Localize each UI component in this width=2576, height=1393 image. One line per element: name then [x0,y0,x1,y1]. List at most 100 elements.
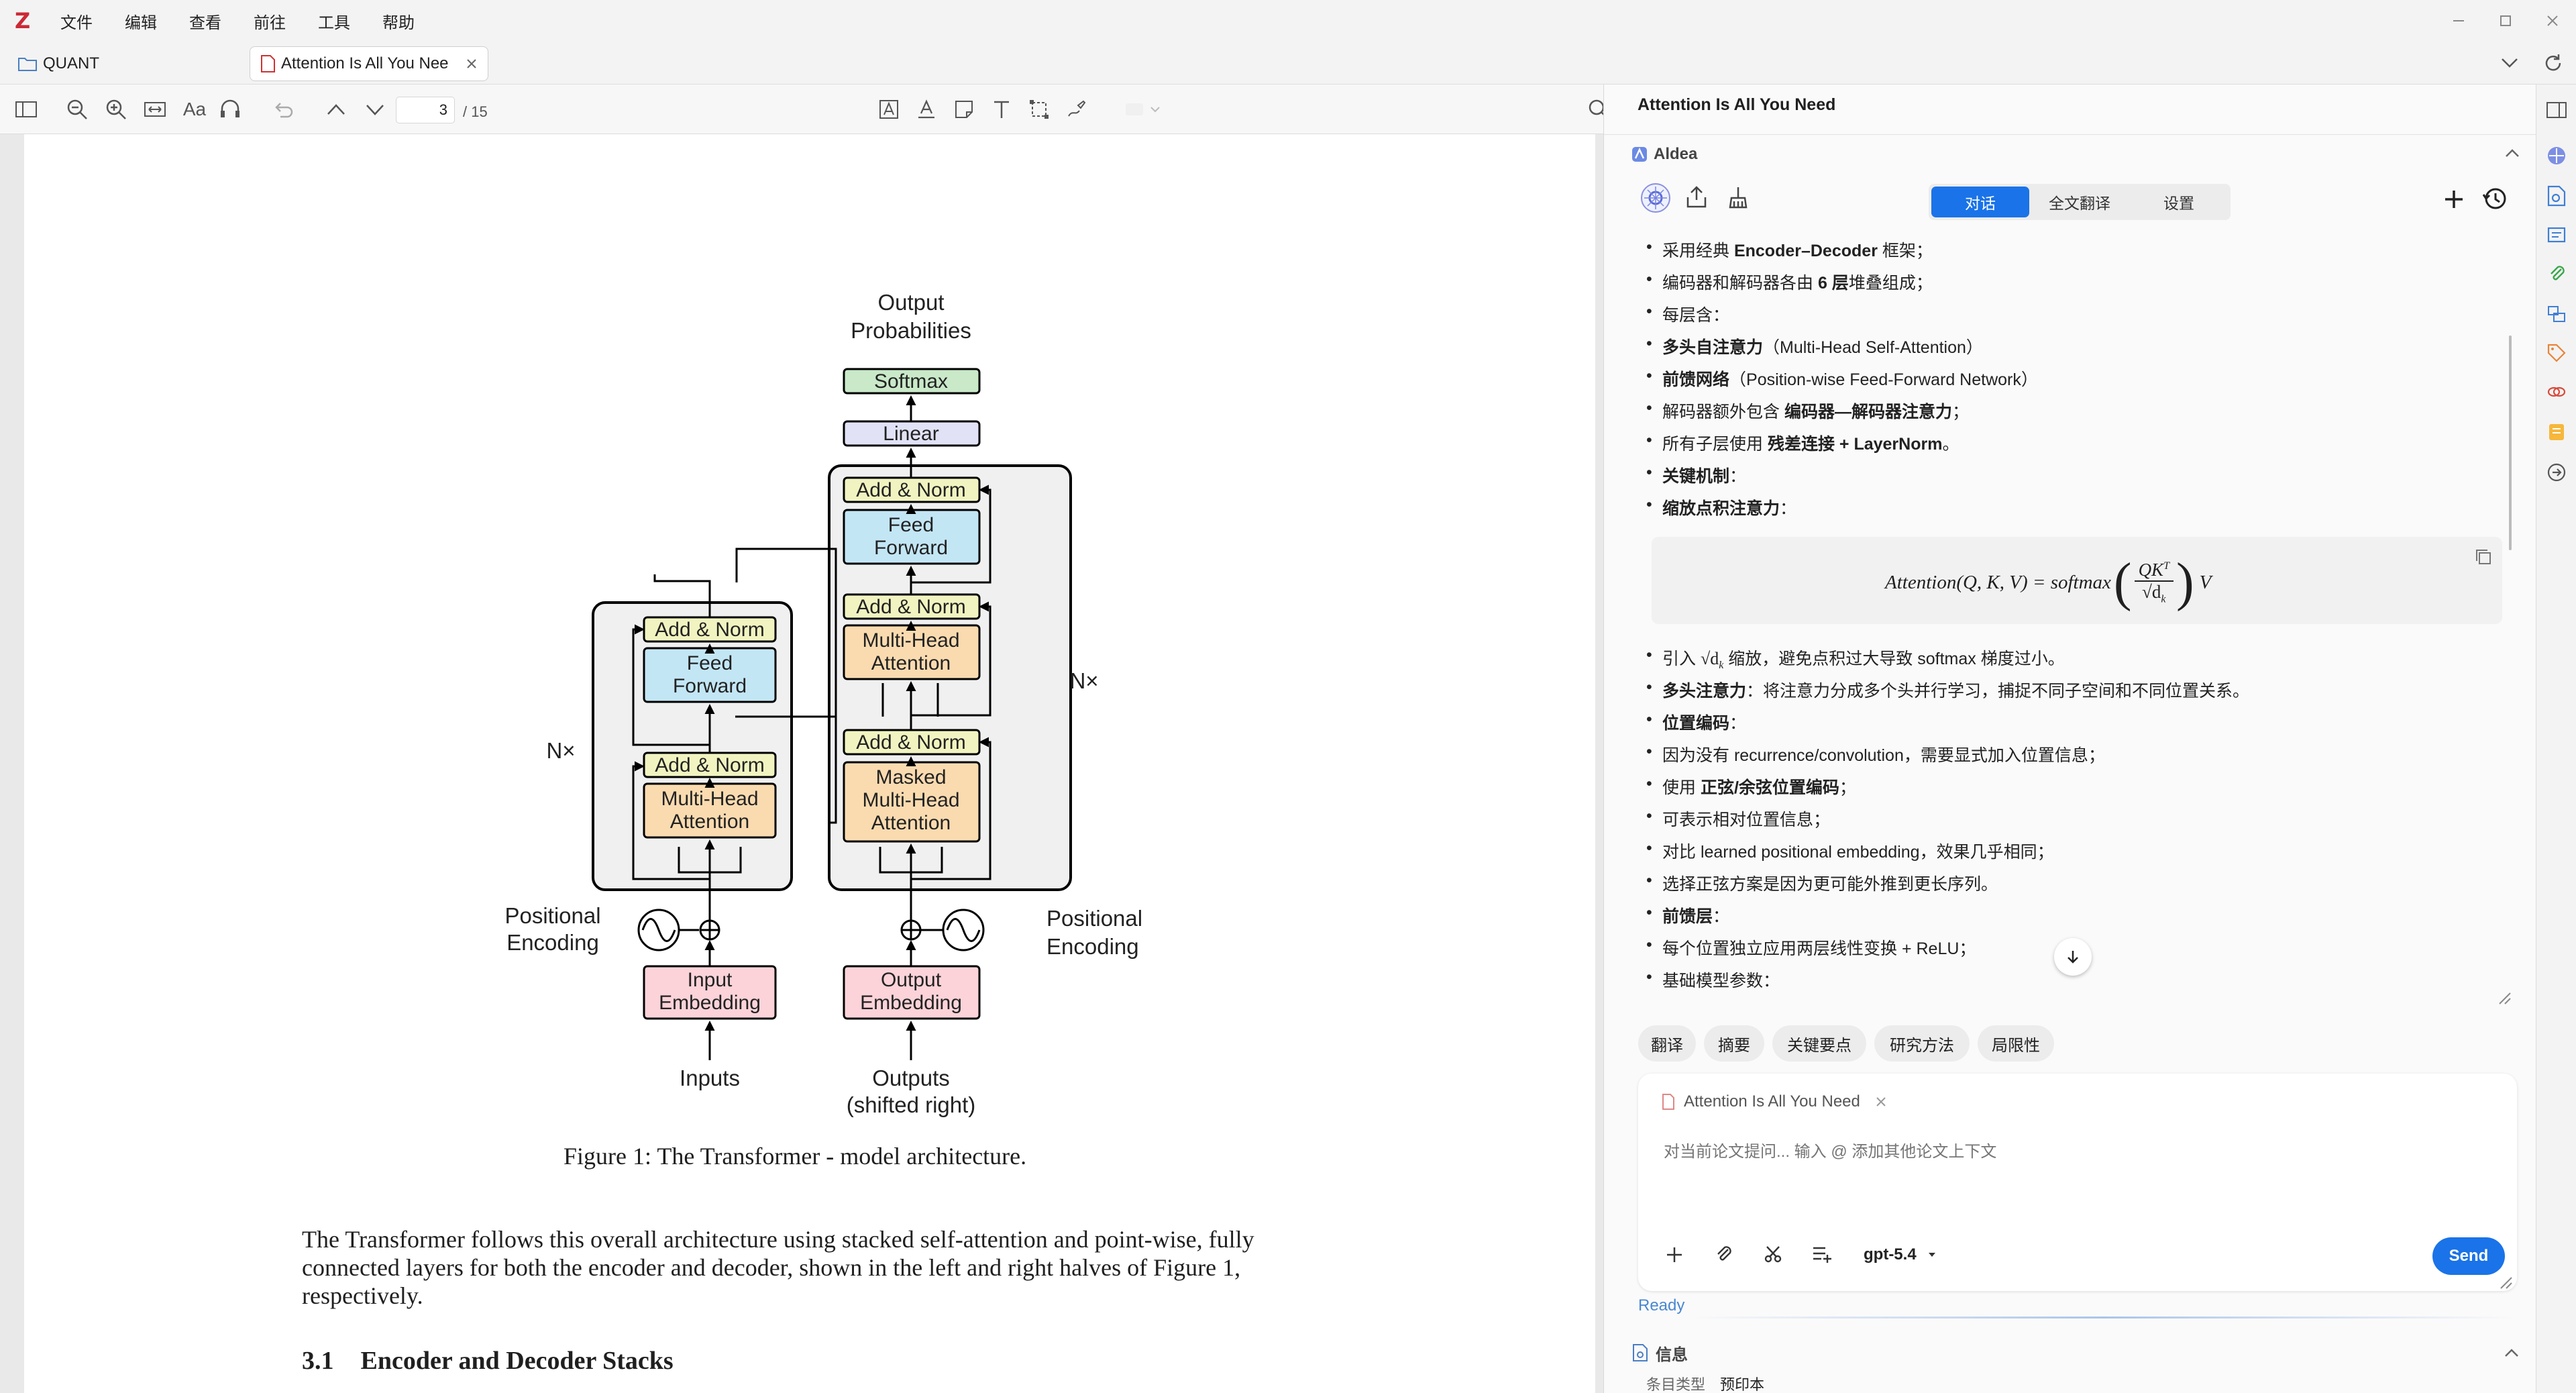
history-icon[interactable] [2481,185,2508,212]
read-aloud-icon[interactable] [217,97,243,122]
chevron-down-icon[interactable] [2500,55,2520,71]
paper-paragraph: The Transformer follows this overall arc… [302,1225,1254,1310]
pane-toggle-icon[interactable] [2544,98,2569,122]
undo-icon[interactable] [271,97,297,122]
tab-full-translation[interactable]: 全文翻译 [2049,195,2110,212]
page-number-input[interactable]: 3 [396,97,455,123]
chat-scrollbar[interactable] [2509,336,2512,550]
tags-nav-icon[interactable] [2544,341,2569,365]
label-encoder-add-norm-1: Add & Norm [655,619,764,641]
attachments-nav-icon[interactable] [2544,262,2569,286]
minimize-button[interactable] [2435,0,2482,42]
chip-summary[interactable]: 摘要 [1704,1025,1764,1062]
pdf-viewer: Add & Norm Feed Forward Add & Norm Multi… [0,134,1615,1393]
menu-view[interactable]: 查看 [189,13,221,32]
next-page-icon[interactable] [362,97,388,122]
notes-nav-icon[interactable] [2544,420,2569,444]
export-icon[interactable] [1684,185,1709,209]
chat-bullet: 前馈层： [1646,903,1729,927]
resize-grip-icon[interactable] [2496,989,2512,1005]
label-output-probabilities-1: Output [877,290,944,315]
tab-library[interactable]: QUANT [17,52,99,75]
chip-key-points[interactable]: 关键要点 [1772,1025,1866,1062]
font-settings-icon[interactable]: Aa [182,99,207,119]
folder-icon [18,58,37,71]
underline-text-icon[interactable] [914,97,939,122]
menu-help[interactable]: 帮助 [382,13,415,32]
chat-input[interactable] [1664,1135,2469,1169]
zoom-in-icon[interactable] [103,97,129,122]
close-icon[interactable] [465,57,478,70]
aldea-nav-icon[interactable] [2544,144,2569,168]
menu-tools[interactable]: 工具 [318,13,350,32]
chat-messages[interactable]: 采用经典 Encoder–Decoder 框架； 编码器和解码器各由 6 层堆叠… [1630,136,2516,1009]
copy-icon[interactable] [2474,548,2493,566]
chat-bullet: 对比 learned positional embedding，效果几乎相同； [1646,839,2054,863]
chat-bullet: 可表示相对位置信息； [1646,807,1830,831]
chat-bullet: 基础模型参数： [1646,968,1780,992]
label-input-embedding: Embedding [659,992,761,1014]
fit-width-icon[interactable] [142,97,168,122]
add-icon[interactable] [1665,1245,1684,1264]
libraries-nav-icon[interactable] [2544,302,2569,326]
label-output: Output [881,969,942,991]
section-title: Encoder and Decoder Stacks [360,1347,674,1375]
info-header[interactable]: 信息 [1631,1341,1688,1365]
info-nav-icon[interactable] [2544,184,2569,208]
tab-document[interactable]: Attention Is All You Nee [250,46,488,81]
attachment-icon[interactable] [1713,1244,1733,1264]
ink-draw-icon[interactable] [1064,97,1089,122]
prompt-list-icon[interactable] [1811,1244,1833,1264]
label-positional-left: Positional [504,903,600,928]
locate-nav-icon[interactable] [2544,460,2569,484]
tab-chat[interactable]: 对话 [1931,187,2029,217]
label-nx-left: N× [546,738,575,763]
input-resize-grip-icon[interactable] [2497,1274,2513,1290]
attention-formula: Attention(Q, K, V) = softmax ( QKT √dk )… [1885,553,2212,612]
label-decoder-forward: Forward [874,537,948,559]
new-chat-plus-icon[interactable] [2443,188,2465,211]
maximize-button[interactable] [2482,0,2529,42]
chip-translate[interactable]: 翻译 [1638,1025,1696,1062]
label-positional-right: Positional [1046,906,1142,931]
chip-research-method[interactable]: 研究方法 [1874,1025,1970,1062]
color-picker-icon[interactable] [1124,97,1165,122]
collapse-icon[interactable] [2504,146,2520,160]
chat-bullet: 采用经典 Encoder–Decoder 框架； [1646,238,1933,262]
highlight-text-icon[interactable] [876,97,902,122]
context-chip[interactable]: Attention Is All You Need [1661,1088,1887,1115]
scroll-to-bottom-button[interactable] [2054,938,2092,976]
sidebar-toggle-icon[interactable] [13,97,39,122]
model-selector[interactable]: gpt-5.4 [1864,1244,1937,1266]
label-decoder-add-norm-1: Add & Norm [856,479,965,501]
previous-page-icon[interactable] [323,97,349,122]
send-button[interactable]: Send [2432,1237,2505,1275]
clear-broom-icon[interactable] [1726,185,1750,209]
label-shifted-right: (shifted right) [847,1092,976,1117]
close-window-button[interactable] [2529,0,2576,42]
label-output-embedding: Embedding [860,992,962,1014]
menu-edit[interactable]: 编辑 [125,13,157,32]
aldea-header[interactable]: Aldea [1631,142,1697,166]
chip-limitations[interactable]: 局限性 [1978,1025,2054,1062]
scissors-icon[interactable] [1763,1244,1783,1264]
pdf-page: Add & Norm Feed Forward Add & Norm Multi… [24,134,1595,1393]
text-annotation-icon[interactable] [989,97,1014,122]
related-nav-icon[interactable] [2544,380,2569,404]
info-header-label: 信息 [1656,1345,1688,1364]
pdf-toolbar: Aa 3 / 15 [0,85,1609,134]
info-collapse-icon[interactable] [2504,1346,2520,1359]
zoom-out-icon[interactable] [64,97,90,122]
chat-bullet: 关键机制： [1646,463,1746,487]
sync-icon[interactable] [2542,52,2564,74]
item-type-value[interactable]: 预印本 [1720,1376,1765,1393]
image-selection-icon[interactable] [1026,97,1052,122]
abstract-nav-icon[interactable] [2544,223,2569,247]
menu-file[interactable]: 文件 [60,13,93,32]
label-input: Input [688,969,733,991]
menu-go[interactable]: 前往 [254,13,286,32]
tab-settings[interactable]: 设置 [2163,195,2194,212]
close-icon[interactable] [1875,1096,1887,1108]
note-annotation-icon[interactable] [951,97,977,122]
label-decoder-attention: Attention [871,652,951,674]
